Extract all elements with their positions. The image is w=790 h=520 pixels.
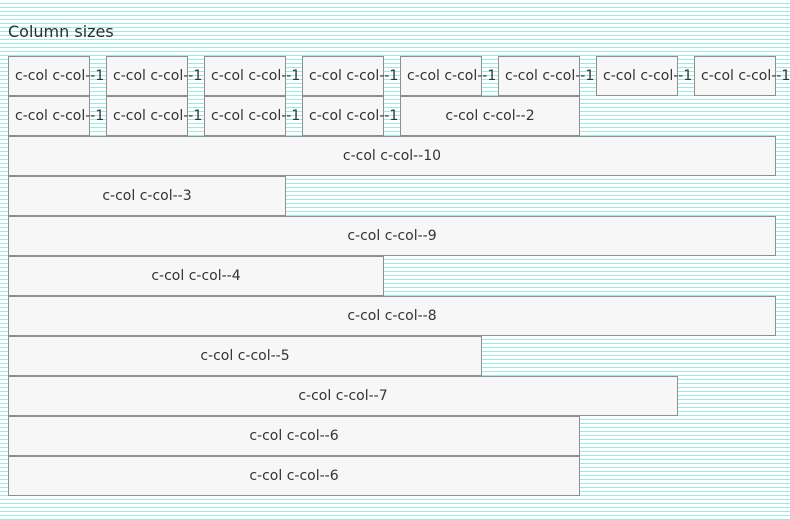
grid-cell: c-col c-col--1 bbox=[204, 96, 300, 136]
grid-row-8: c-col c-col--5 bbox=[8, 336, 776, 376]
grid-cell: c-col c-col--1 bbox=[302, 56, 398, 96]
page-title: Column sizes bbox=[8, 22, 114, 41]
grid-cell: c-col c-col--2 bbox=[400, 96, 580, 136]
grid-row-6: c-col c-col--4 bbox=[8, 256, 776, 296]
grid-cell: c-col c-col--1 bbox=[106, 96, 202, 136]
grid-row-10: c-col c-col--6 bbox=[8, 416, 776, 456]
grid-row-9: c-col c-col--7 bbox=[8, 376, 776, 416]
grid-row-5: c-col c-col--9 bbox=[8, 216, 776, 256]
grid-cell: c-col c-col--7 bbox=[8, 376, 678, 416]
grid-cell: c-col c-col--4 bbox=[8, 256, 384, 296]
grid-cell: c-col c-col--6 bbox=[8, 416, 580, 456]
column-grid: c-col c-col--1 c-col c-col--1 c-col c-co… bbox=[8, 56, 790, 496]
grid-cell: c-col c-col--1 bbox=[106, 56, 202, 96]
grid-row-2: c-col c-col--1 c-col c-col--1 c-col c-co… bbox=[8, 96, 776, 136]
grid-row-7: c-col c-col--8 bbox=[8, 296, 776, 336]
grid-cell: c-col c-col--3 bbox=[8, 176, 286, 216]
grid-cell: c-col c-col--1 bbox=[596, 56, 692, 96]
grid-row-4: c-col c-col--3 bbox=[8, 176, 776, 216]
grid-cell: c-col c-col--1 bbox=[8, 96, 104, 136]
grid-row-11: c-col c-col--6 bbox=[8, 456, 776, 496]
grid-cell: c-col c-col--1 bbox=[8, 56, 104, 96]
grid-cell: c-col c-col--8 bbox=[8, 296, 776, 336]
grid-cell: c-col c-col--6 bbox=[8, 456, 580, 496]
grid-row-1: c-col c-col--1 c-col c-col--1 c-col c-co… bbox=[8, 56, 790, 96]
grid-row-3: c-col c-col--10 bbox=[8, 136, 776, 176]
grid-cell: c-col c-col--10 bbox=[8, 136, 776, 176]
grid-cell: c-col c-col--1 bbox=[302, 96, 398, 136]
grid-cell: c-col c-col--1 bbox=[400, 56, 496, 96]
grid-cell: c-col c-col--1 bbox=[498, 56, 594, 96]
grid-cell: c-col c-col--1 bbox=[694, 56, 790, 96]
grid-cell: c-col c-col--1 bbox=[204, 56, 300, 96]
grid-cell: c-col c-col--9 bbox=[8, 216, 776, 256]
grid-cell: c-col c-col--5 bbox=[8, 336, 482, 376]
